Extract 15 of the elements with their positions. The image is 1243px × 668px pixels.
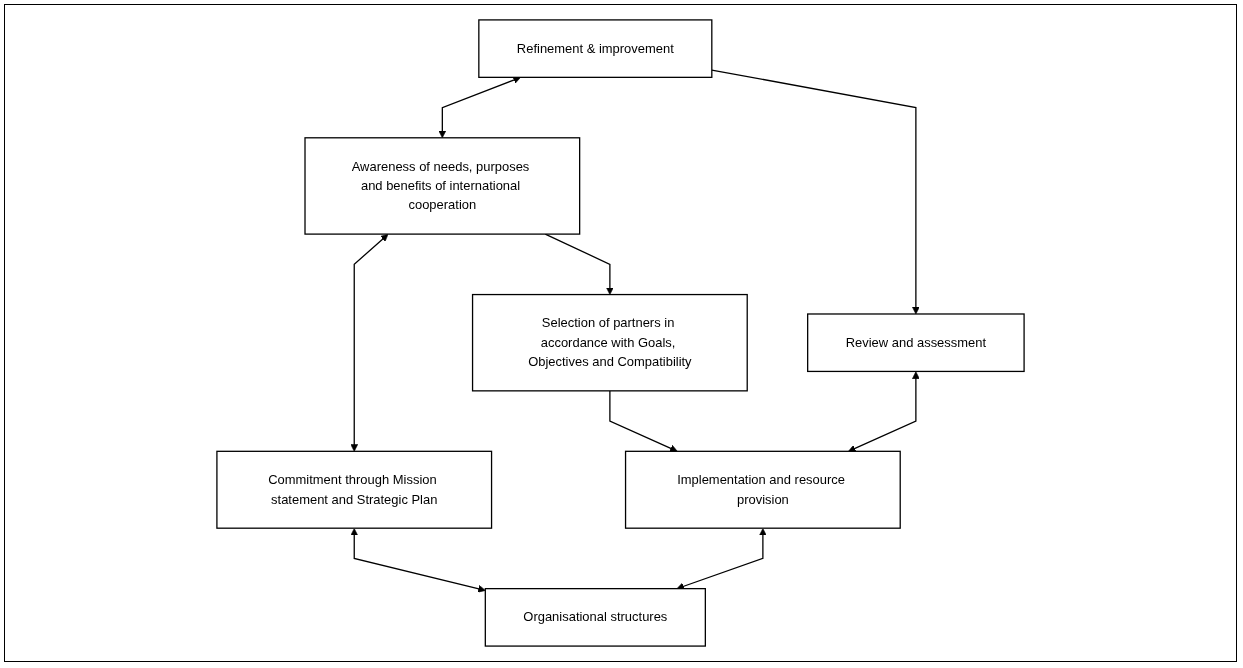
- arrow: [711, 69, 920, 315]
- node-box: [807, 313, 1025, 373]
- node-box: [484, 588, 706, 647]
- node-box: [216, 450, 493, 529]
- node-box: [624, 450, 901, 529]
- arrow: [350, 528, 486, 593]
- arrow: [438, 76, 521, 139]
- node-box: [304, 137, 581, 235]
- arrow: [848, 371, 920, 452]
- node-box: [478, 19, 713, 78]
- arrow: [609, 390, 678, 452]
- diagram-frame: Awareness of needs, purposes and benefits of international cooperation Refinement & improvement Commitment through Mission statement and Strategic Plan Selection of partners in accordance with Goals, Objectives and Compatibility Review and assessment Implementation and resource provision Organisational structures: [4, 4, 1237, 662]
- node-box: [471, 293, 748, 392]
- arrow: [676, 528, 767, 590]
- arrow: [350, 234, 389, 452]
